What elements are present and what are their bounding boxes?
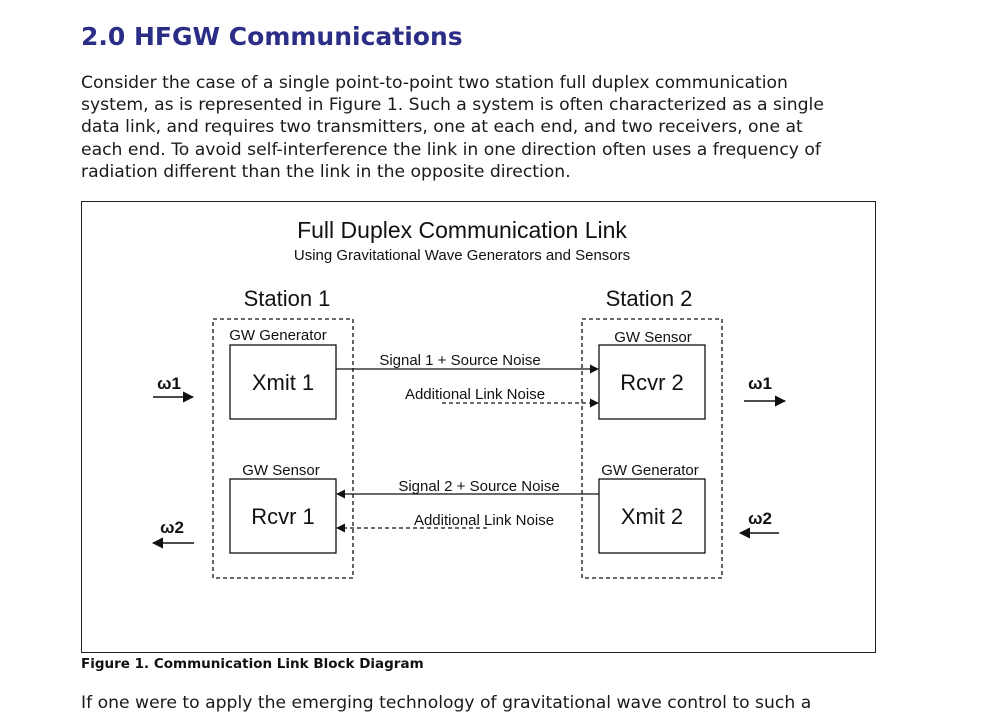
block-diagram: Full Duplex Communication Link Using Gra… bbox=[151, 217, 787, 579]
next-paragraph-start: If one were to apply the emerging techno… bbox=[81, 693, 812, 713]
figure-caption: Figure 1. Communication Link Block Diagr… bbox=[81, 656, 424, 672]
rcvr2-box bbox=[598, 344, 706, 420]
freq-right-top: ω1 bbox=[748, 374, 772, 393]
xmit2-label: Xmit 2 bbox=[621, 504, 683, 529]
xmit1-box bbox=[229, 344, 337, 420]
noise2-label: Additional Link Noise bbox=[414, 512, 554, 529]
rcvr2-label: Rcvr 2 bbox=[620, 370, 684, 395]
figure-frame: Full Duplex Communication Link Using Gra… bbox=[81, 201, 876, 653]
section-heading: 2.0 HFGW Communications bbox=[81, 22, 463, 51]
rcvr1-label: Rcvr 1 bbox=[251, 504, 315, 529]
paragraph-line: system, as is represented in Figure 1. S… bbox=[81, 95, 824, 116]
station1-label: Station 1 bbox=[244, 286, 331, 311]
freq-left-bottom: ω2 bbox=[160, 518, 184, 537]
signal1-label: Signal 1 + Source Noise bbox=[379, 352, 540, 369]
paragraph-line: data link, and requires two transmitters… bbox=[81, 117, 803, 138]
station1-bottom-group-label: GW Sensor bbox=[242, 462, 320, 479]
station2-bottom-group-label: GW Generator bbox=[601, 462, 699, 479]
diagram-subtitle: Using Gravitational Wave Generators and … bbox=[294, 247, 630, 264]
paragraph-line: each end. To avoid self-interference the… bbox=[81, 139, 821, 160]
freq-right-bottom: ω2 bbox=[748, 509, 772, 528]
station2-label: Station 2 bbox=[606, 286, 693, 311]
station2-top-group-label: GW Sensor bbox=[614, 329, 692, 346]
noise1-label: Additional Link Noise bbox=[405, 386, 545, 403]
intro-paragraph: Consider the case of a single point-to-p… bbox=[81, 72, 881, 183]
station1-enclosure bbox=[212, 318, 354, 579]
paragraph-line: Consider the case of a single point-to-p… bbox=[81, 73, 788, 93]
paragraph-line: radiation different than the link in the… bbox=[81, 161, 571, 182]
diagram-title: Full Duplex Communication Link bbox=[297, 217, 627, 243]
station2-enclosure bbox=[581, 318, 723, 579]
station1-top-group-label: GW Generator bbox=[229, 327, 327, 344]
xmit2-box bbox=[598, 478, 706, 554]
freq-left-top: ω1 bbox=[157, 374, 181, 393]
rcvr1-box bbox=[229, 478, 337, 554]
signal2-label: Signal 2 + Source Noise bbox=[398, 478, 559, 495]
xmit1-label: Xmit 1 bbox=[252, 370, 314, 395]
